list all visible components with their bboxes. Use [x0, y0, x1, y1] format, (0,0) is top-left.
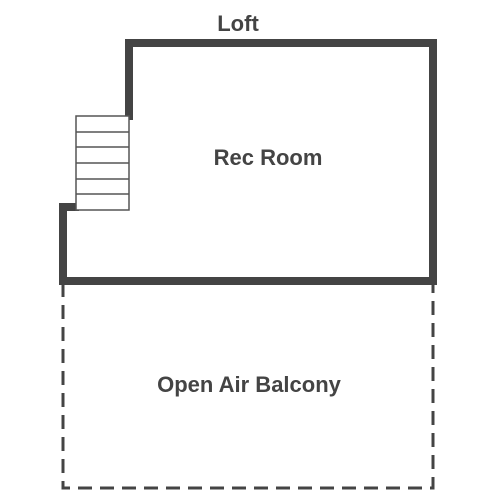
stairs-icon: [75, 115, 130, 211]
room-label-rec-room: Rec Room: [213, 145, 323, 170]
rec-room-walls: [59, 39, 437, 285]
floor-title: Loft: [217, 11, 259, 36]
room-label-open-air-balcony: Open Air Balcony: [157, 372, 341, 397]
